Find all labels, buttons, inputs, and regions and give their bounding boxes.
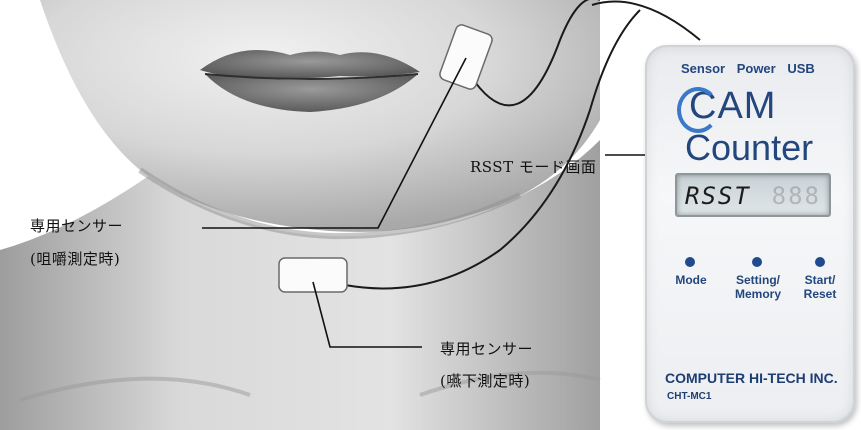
brand-counter: Counter xyxy=(685,127,813,169)
lcd-text: RSST xyxy=(685,182,751,210)
sensor-chewing-label: 専用センサー xyxy=(30,215,123,236)
device-cable xyxy=(592,2,700,40)
sensor-swallow-sublabel: (嚥下測定時) xyxy=(440,370,530,391)
port-power-label: Power xyxy=(737,61,776,76)
start-reset-button[interactable] xyxy=(815,257,825,267)
manufacturer-label: COMPUTER HI-TECH INC. xyxy=(665,370,838,386)
brand-cam: CAM xyxy=(689,85,776,128)
sensor-chewing-sublabel: (咀嚼測定時) xyxy=(30,248,120,269)
setting-memory-button[interactable] xyxy=(752,257,762,267)
rsst-mode-label: RSST モード画面 xyxy=(470,156,596,177)
port-sensor-label: Sensor xyxy=(681,61,725,76)
port-labels: Sensor Power USB xyxy=(681,61,823,76)
model-label: CHT-MC1 xyxy=(667,391,711,402)
sensor-swallow xyxy=(279,258,347,292)
port-usb-label: USB xyxy=(787,61,814,76)
sensor-swallow-label: 専用センサー xyxy=(440,338,533,359)
lcd-ghost-segments: 888 xyxy=(772,182,821,210)
mode-button[interactable] xyxy=(685,257,695,267)
cam-counter-device: Sensor Power USB CAM Counter RSST 888 Mo… xyxy=(645,45,855,423)
start-reset-button-label: Start/ Reset xyxy=(797,273,843,301)
lcd-display: RSST 888 xyxy=(675,173,831,217)
setting-memory-button-label: Setting/ Memory xyxy=(727,273,789,301)
mode-button-label: Mode xyxy=(671,273,711,287)
